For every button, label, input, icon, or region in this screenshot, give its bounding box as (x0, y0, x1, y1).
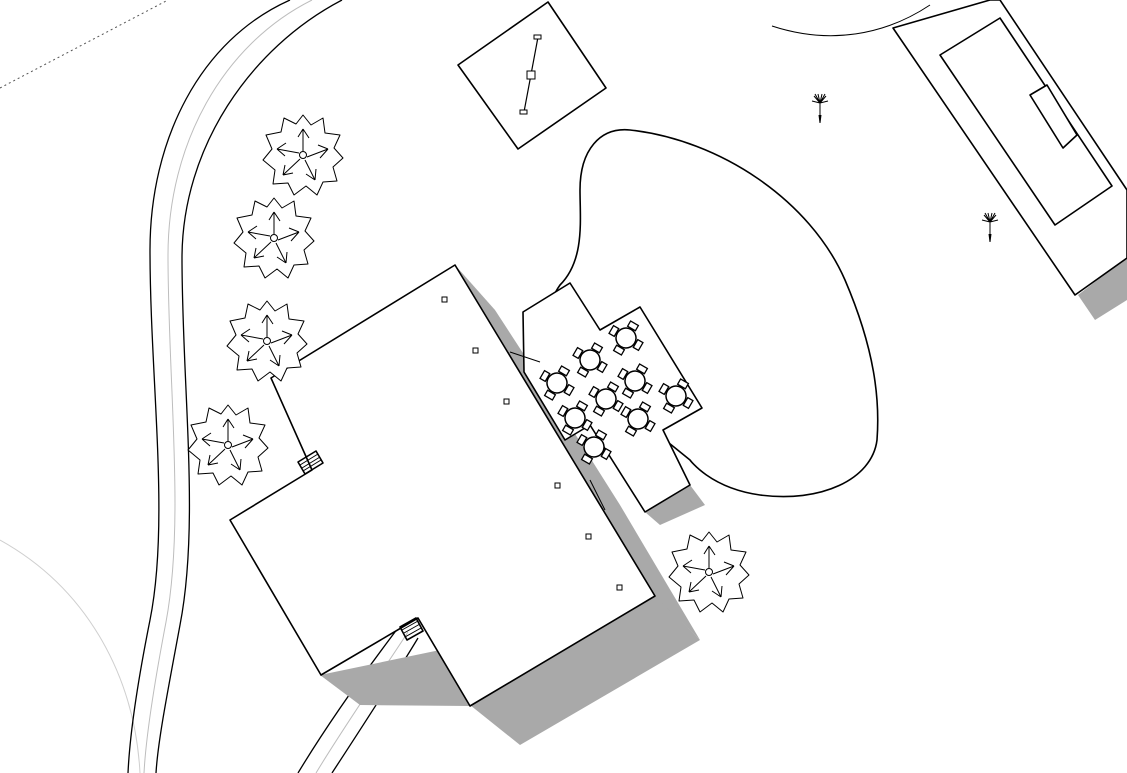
column-square-icon (472, 347, 479, 354)
tree-canopy-icon (668, 531, 750, 613)
column-square-icon (554, 482, 561, 489)
columns (441, 296, 623, 591)
stairs-icon (297, 450, 324, 475)
main-building (229, 264, 656, 707)
building-edge-step (509, 351, 606, 511)
faint-arc (0, 539, 141, 773)
terrace-shadow (645, 485, 705, 525)
walking-path-left (127, 0, 343, 773)
column-square-icon (585, 533, 592, 540)
tree-canopy-icon (262, 114, 344, 196)
palm-tree-icon (811, 93, 829, 124)
palm-tree-icon (981, 212, 999, 243)
tree-canopy-icon (233, 197, 315, 279)
column-square-icon (616, 584, 623, 591)
pond (548, 129, 879, 498)
stairs-icon (399, 617, 424, 641)
pavilion-building (892, 0, 1127, 320)
curved-edge-top (771, 4, 931, 37)
property-line (0, 0, 169, 89)
tree-canopy-icon (187, 404, 269, 486)
column-square-icon (441, 296, 448, 303)
swing-set (457, 1, 607, 150)
column-square-icon (503, 398, 510, 405)
